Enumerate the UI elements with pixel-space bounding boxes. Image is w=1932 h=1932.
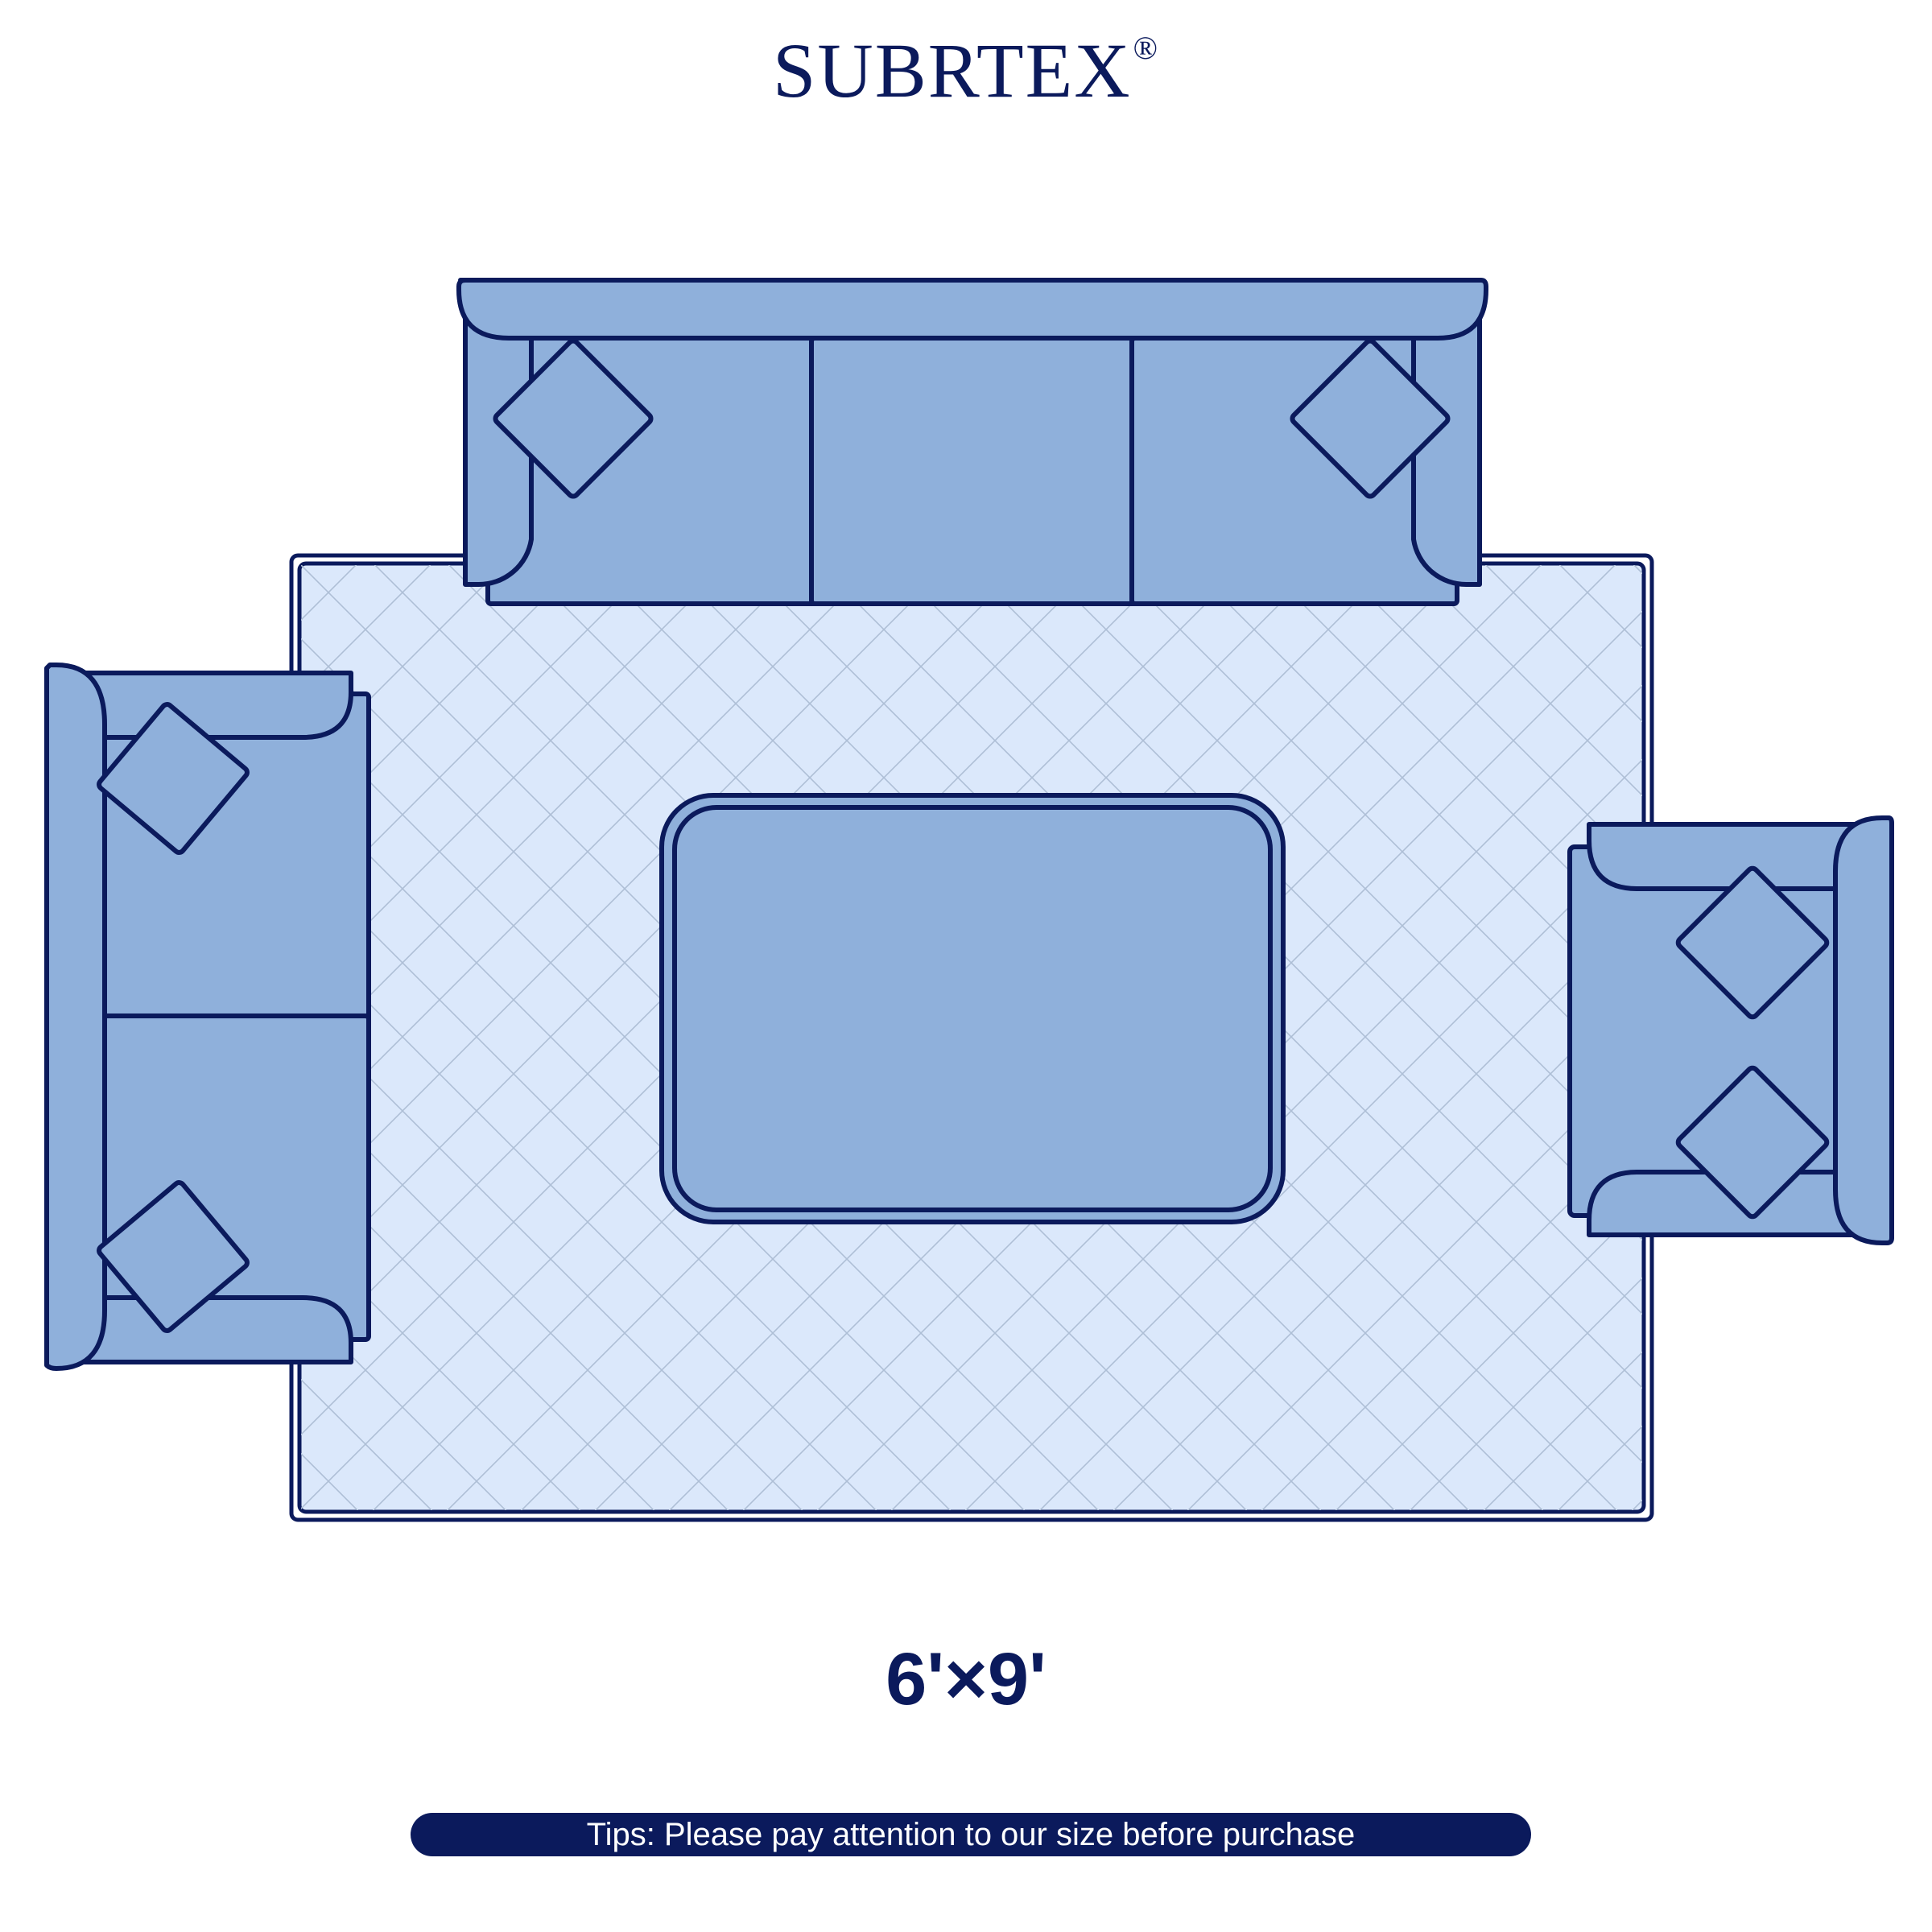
armchair-icon — [1567, 815, 1894, 1245]
loveseat-icon — [44, 663, 371, 1371]
pillow-icon — [493, 338, 654, 499]
pillow-icon — [1290, 338, 1451, 499]
pillow-icon — [1675, 1065, 1830, 1220]
pillow-icon — [1675, 865, 1830, 1020]
pillow-icon — [97, 702, 250, 855]
coffee-table-icon — [659, 793, 1286, 1224]
sofa-icon — [456, 278, 1488, 606]
pillow-icon — [97, 1180, 250, 1333]
registered-mark: ® — [1133, 30, 1159, 66]
rug-size-label: 6'×9' — [886, 1638, 1046, 1720]
tips-banner: Tips: Please pay attention to our size b… — [411, 1813, 1531, 1856]
brand-logo: SUBRTEX® — [0, 32, 1932, 109]
brand-name: SUBRTEX — [772, 27, 1132, 114]
